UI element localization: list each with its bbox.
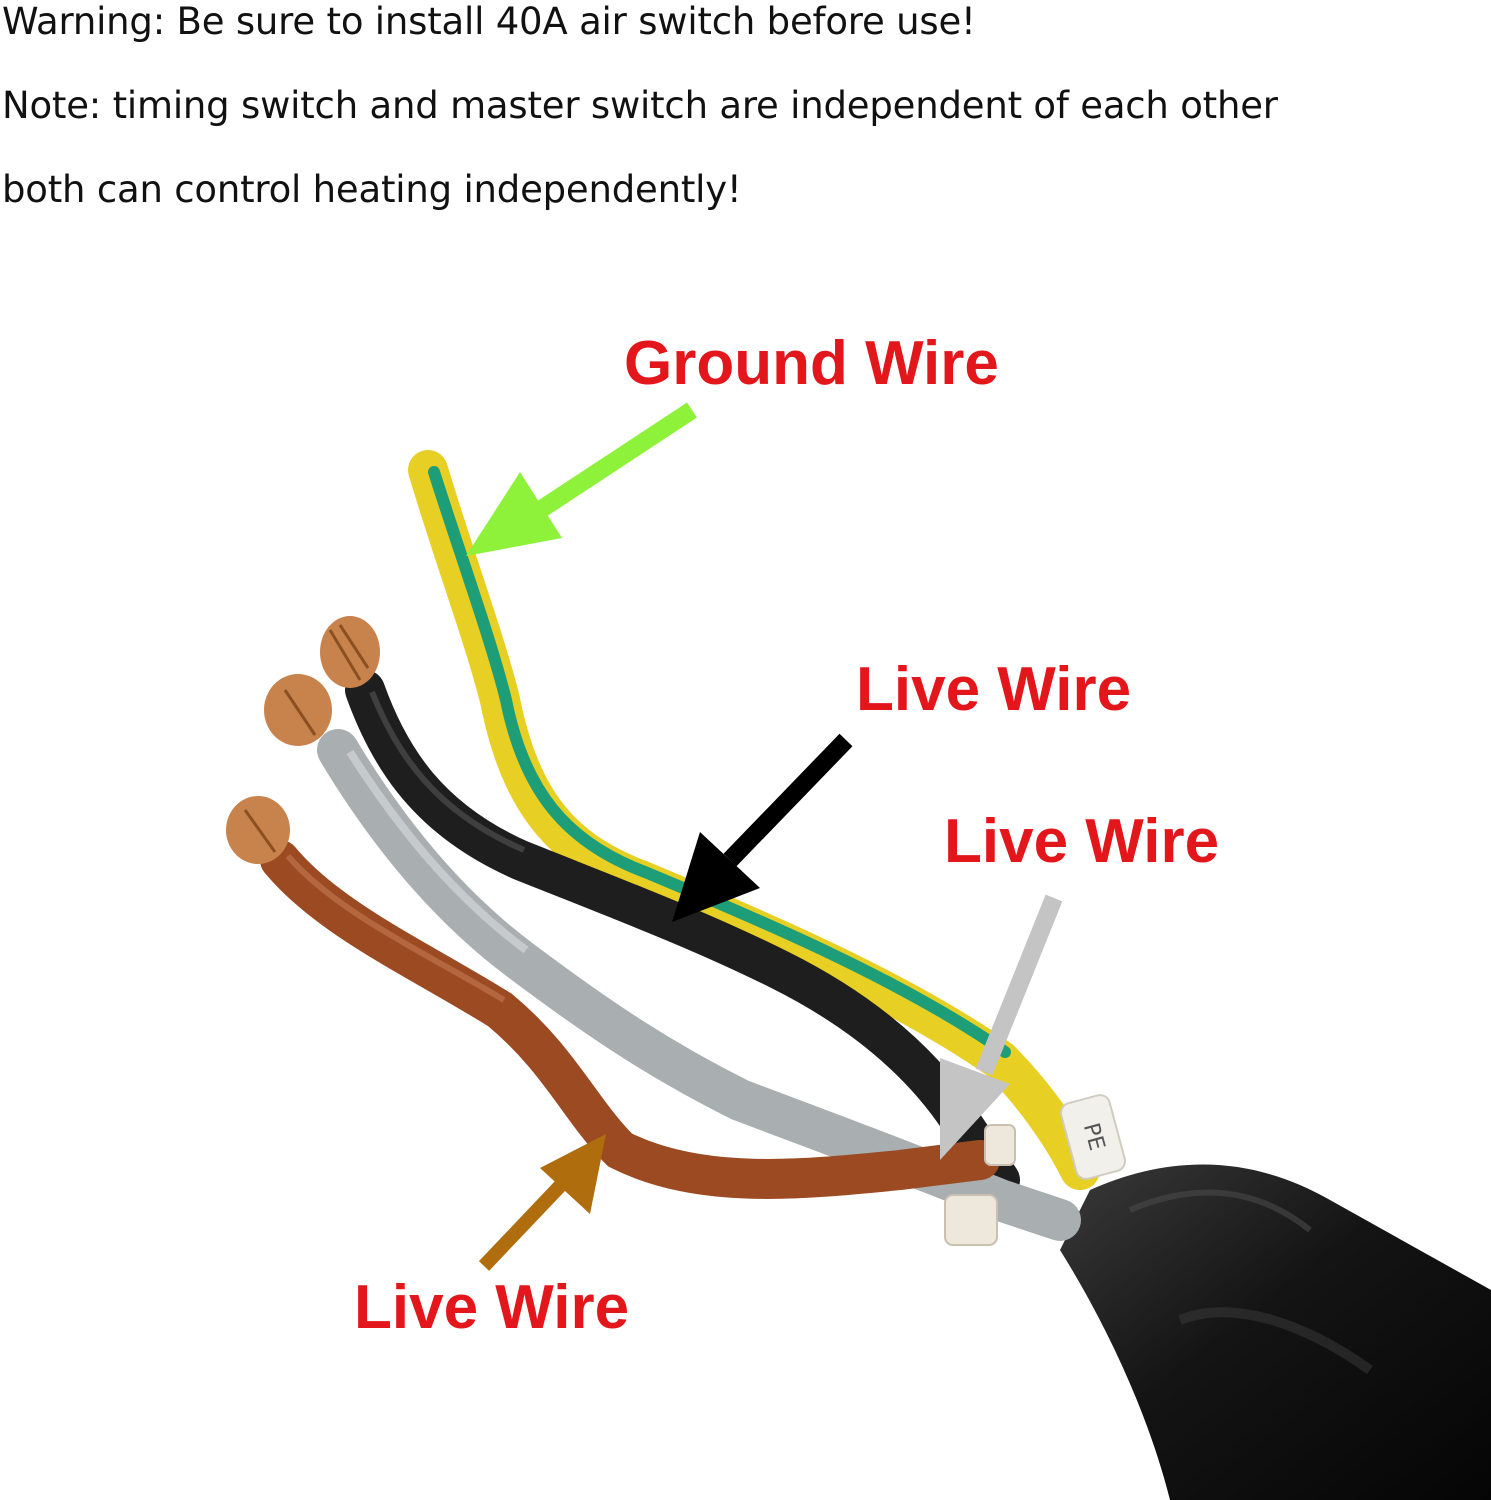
grey-live-arrow-icon [940,894,1063,1160]
black-wire [345,670,1020,1200]
brown-wire [260,840,1000,1199]
black-live-arrow-icon [672,733,853,922]
pe-tag: PE [1060,1094,1126,1180]
live-wire-label-grey: Live Wire [944,807,1220,876]
live-wire-label-black: Live Wire [856,655,1132,724]
cable-sheath [1060,1164,1491,1500]
copper-strands [226,616,380,864]
note-line-2: both can control heating independently! [2,168,742,211]
ground-wire [408,450,1100,1190]
cable-tie [944,1124,1016,1246]
brown-live-arrow-icon [478,1134,606,1271]
note-line-1: Note: timing switch and master switch ar… [2,84,1278,127]
ground-wire-label: Ground Wire [624,329,999,398]
warning-text: Warning: Be sure to install 40A air swit… [2,0,976,43]
ground-arrow-icon [466,402,697,556]
live-wire-label-brown: Live Wire [354,1273,630,1342]
grey-wire [317,729,1081,1241]
